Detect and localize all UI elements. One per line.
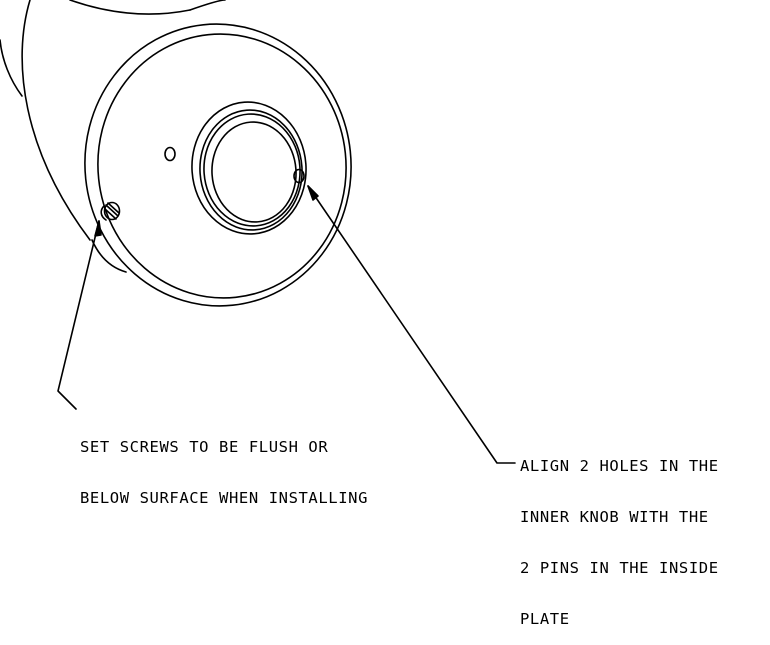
leader-align-holes [307,185,516,464]
cylinder-body [0,0,226,273]
set-screws-note-line-2: BELOW SURFACE WHEN INSTALLING [80,489,369,507]
leader-set-screw [57,220,102,410]
align-holes-note-line-3: 2 PINS IN THE INSIDE [520,559,719,577]
front-face [84,23,352,307]
technical-drawing [0,0,516,464]
face-hole-left [164,146,176,162]
align-holes-note-line-1: ALIGN 2 HOLES IN THE [520,457,719,475]
set-screw [100,201,121,221]
central-bore [191,101,307,235]
set-screws-note: SET SCREWS TO BE FLUSH OR BELOW SURFACE … [80,405,368,524]
face-hole-right [293,168,305,184]
align-holes-note-line-2: INNER KNOB WITH THE [520,508,709,526]
align-holes-note-line-4: PLATE [520,610,570,628]
set-screws-note-line-1: SET SCREWS TO BE FLUSH OR [80,438,329,456]
align-holes-note: ALIGN 2 HOLES IN THE INNER KNOB WITH THE… [520,424,719,645]
